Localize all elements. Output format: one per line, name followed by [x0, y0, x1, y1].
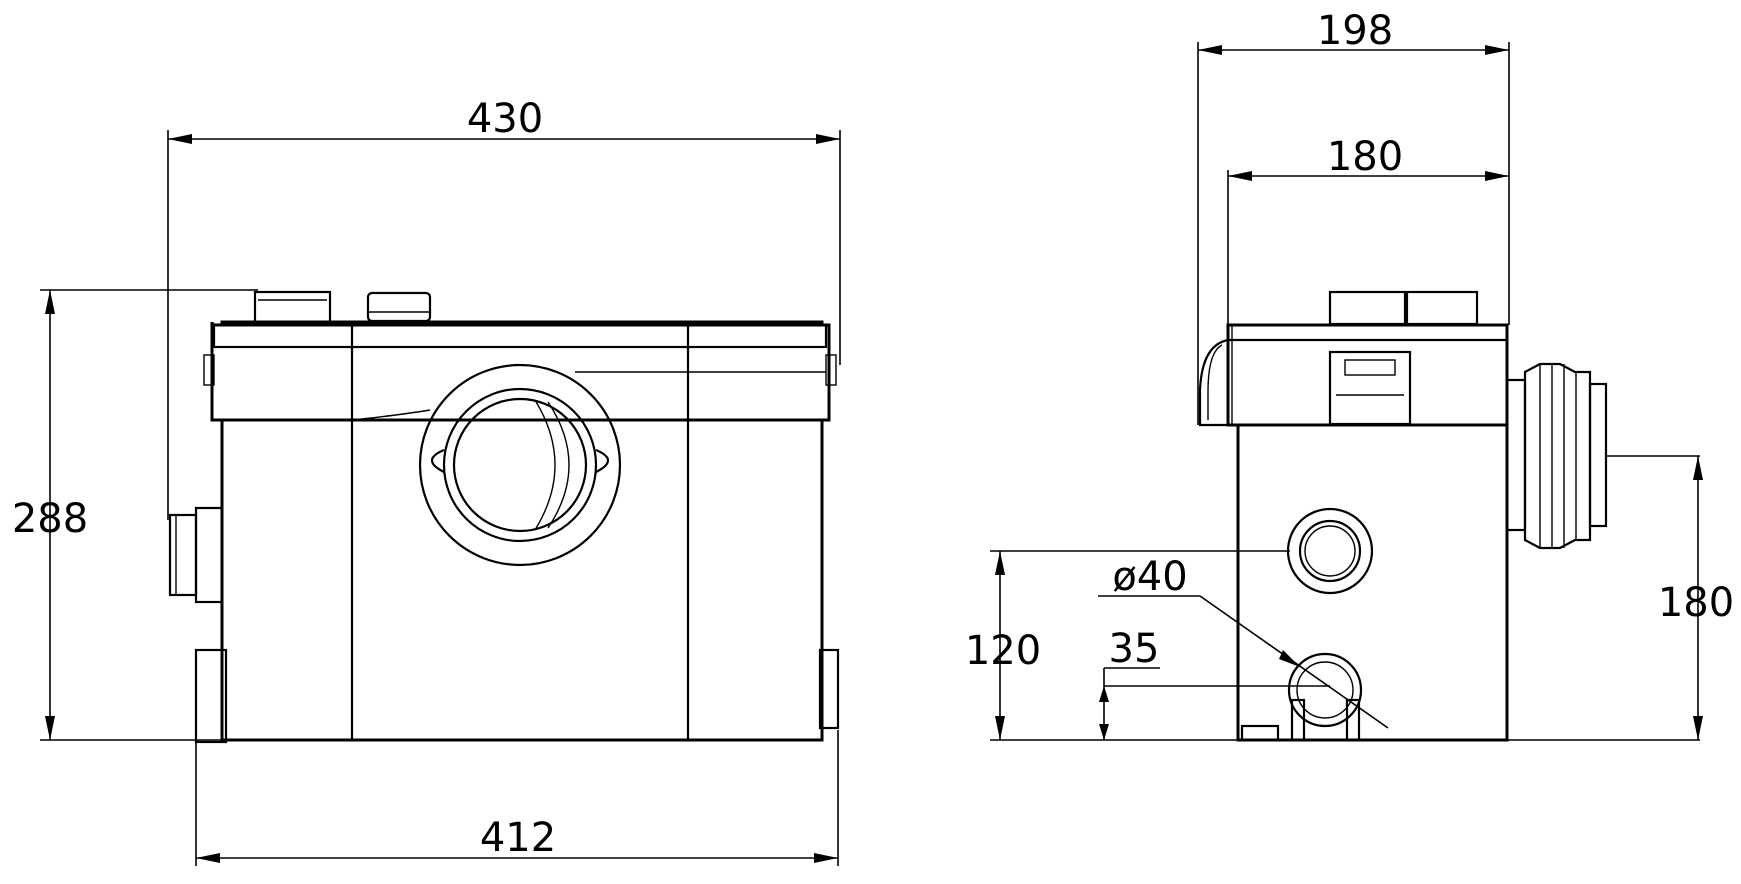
side-top-cap-left: [1328, 290, 1407, 326]
dim-40-label: ø40: [1112, 554, 1187, 600]
dim-35-arrow-bottom: [1099, 724, 1109, 740]
side-body-outline: [1236, 418, 1509, 742]
side-back-handle: [1198, 338, 1229, 427]
dim-180v-arrow-bottom: [1693, 716, 1703, 740]
front-lid-rim: [212, 323, 828, 349]
side-dimensions: 198 180 180 120 ø40 35: [965, 8, 1734, 741]
side-outlet-flange: [1505, 378, 1527, 532]
dim-180h-label: 180: [1327, 134, 1403, 180]
dim-35-label: 35: [1109, 626, 1160, 672]
side-view: [1198, 290, 1608, 742]
front-inlet-tab-right: [595, 448, 610, 473]
side-inlet-40-bore: [1304, 525, 1356, 577]
dim-180v-label: 180: [1658, 580, 1734, 626]
front-clip-right: [825, 354, 837, 386]
dim-198-label: 198: [1317, 8, 1393, 54]
side-inlet-40-inner: [1298, 519, 1362, 583]
side-outlet-bellows: [1523, 362, 1592, 550]
front-dimensions: 430 412 288: [12, 96, 841, 866]
dim-430-arrow-left: [168, 134, 192, 144]
dim-412-arrow-right: [814, 853, 838, 863]
dim-412-arrow-left: [196, 853, 220, 863]
dim-40-arrow: [1279, 650, 1300, 667]
front-lid: [210, 321, 831, 422]
dim-430-label: 430: [467, 96, 543, 142]
front-inlet-tab-left: [430, 448, 445, 473]
side-lower-inlet-inner: [1296, 661, 1354, 719]
front-top-cap-left: [253, 290, 332, 326]
dim-120-label: 120: [965, 628, 1041, 674]
front-inlet-inner-curve-2: [547, 401, 570, 529]
dim-288-arrow-top: [45, 290, 55, 314]
front-foot-left: [194, 648, 228, 744]
front-inlet-inner-curve: [534, 399, 556, 531]
dim-198-arrow-left: [1198, 45, 1222, 55]
front-inlet-ring: [442, 387, 598, 543]
side-outlet-spigot: [1588, 382, 1608, 528]
side-back-handle-inner: [1207, 344, 1223, 420]
front-view: [168, 290, 840, 744]
front-inlet-opening: [452, 397, 588, 533]
dim-120-arrow-top: [995, 551, 1005, 575]
front-side-outlet: [168, 513, 198, 597]
dim-288-label: 288: [12, 496, 88, 542]
side-lid-latch: [1328, 350, 1412, 426]
dim-180h-arrow-left: [1228, 171, 1252, 181]
side-top-cap-right: [1405, 290, 1479, 326]
dim-412-label: 412: [480, 815, 556, 861]
side-foot: [1240, 724, 1280, 742]
side-stand-left: [1290, 698, 1306, 742]
dim-288-arrow-bottom: [45, 716, 55, 740]
side-stand-right: [1345, 698, 1361, 742]
dim-198-arrow-right: [1485, 45, 1509, 55]
dim-120-arrow-bottom: [995, 716, 1005, 740]
side-lid-latch-slot: [1344, 359, 1396, 376]
front-clip-left: [203, 354, 215, 386]
front-lid-seam: [351, 409, 431, 421]
dim-430-arrow-right: [816, 134, 840, 144]
dim-180h-arrow-right: [1485, 171, 1509, 181]
front-side-outlet-collar: [194, 506, 224, 604]
front-foot-right: [818, 648, 840, 730]
side-lower-inlet: [1287, 652, 1363, 728]
dim-35-arrow-top: [1099, 686, 1109, 702]
front-top-cap-right: [366, 291, 432, 323]
dim-180v-arrow-top: [1693, 456, 1703, 480]
front-inlet-flange: [418, 363, 622, 567]
